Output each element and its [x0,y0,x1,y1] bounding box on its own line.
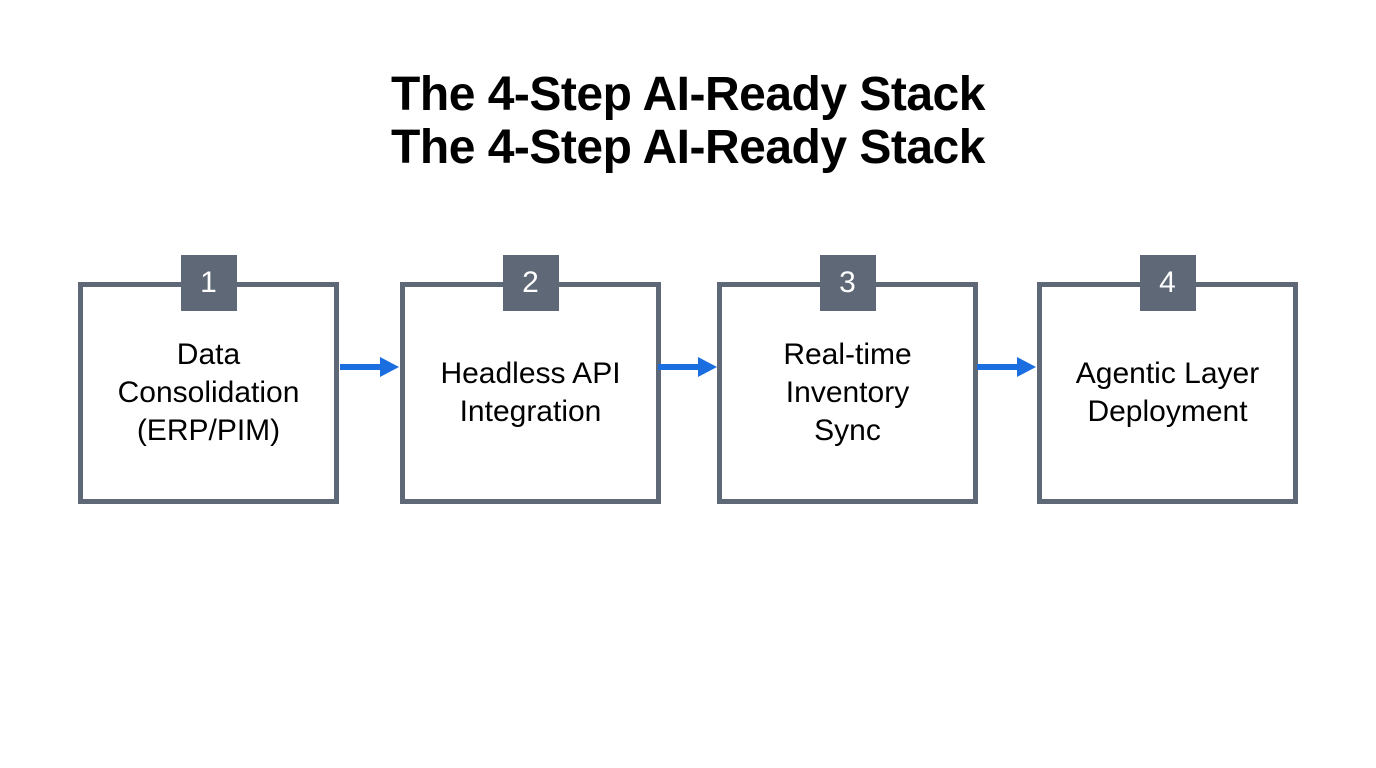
page-title: The 4-Step AI-Ready Stack The 4-Step AI-… [0,68,1376,174]
process-step-2[interactable]: Headless API Integration 2 [400,255,661,504]
process-step-2-badge: 2 [502,255,559,311]
arrow-right-icon-3 [977,354,1037,380]
process-step-3-badge: 3 [819,255,876,311]
process-step-3[interactable]: Real-time Inventory Sync 3 [717,255,978,504]
process-step-1-label: Data Consolidation (ERP/PIM) [117,338,300,447]
process-step-2-box: Headless API Integration [400,282,661,504]
process-step-3-label: Real-time Inventory Sync [783,338,912,447]
page-title-line-2: The 4-Step AI-Ready Stack [391,121,985,174]
process-step-4-badge: 4 [1139,255,1196,311]
process-step-1[interactable]: Data Consolidation (ERP/PIM) 1 [78,255,339,504]
arrow-right-icon-1 [340,354,400,380]
process-step-1-badge: 1 [180,255,237,311]
arrow-right-icon-2 [658,354,718,380]
page-title-line-1: The 4-Step AI-Ready Stack [391,68,985,121]
process-step-4-label: Agentic Layer Deployment [1075,357,1260,428]
process-step-1-box: Data Consolidation (ERP/PIM) [78,282,339,504]
process-step-4[interactable]: Agentic Layer Deployment 4 [1037,255,1298,504]
process-step-2-label: Headless API Integration [440,357,621,428]
process-step-4-box: Agentic Layer Deployment [1037,282,1298,504]
process-step-3-box: Real-time Inventory Sync [717,282,978,504]
process-flow: Data Consolidation (ERP/PIM) 1 Headless … [78,255,1298,505]
